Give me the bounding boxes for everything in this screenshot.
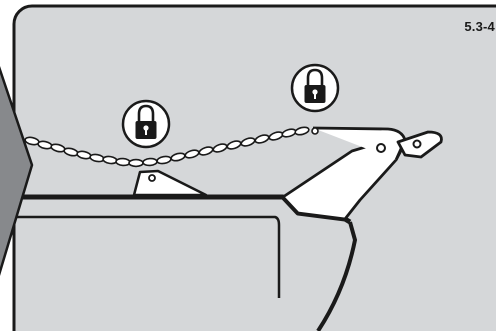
figure-label: 5.3-4: [464, 19, 495, 34]
padlock-icon: [121, 99, 171, 149]
chain-stopper: [132, 169, 208, 197]
arrow-shape: [0, 65, 34, 277]
bow-roller: [281, 126, 443, 221]
padlock-icon: [290, 63, 340, 113]
diagram-panel: [12, 4, 496, 336]
anchor-chain: [24, 126, 310, 168]
